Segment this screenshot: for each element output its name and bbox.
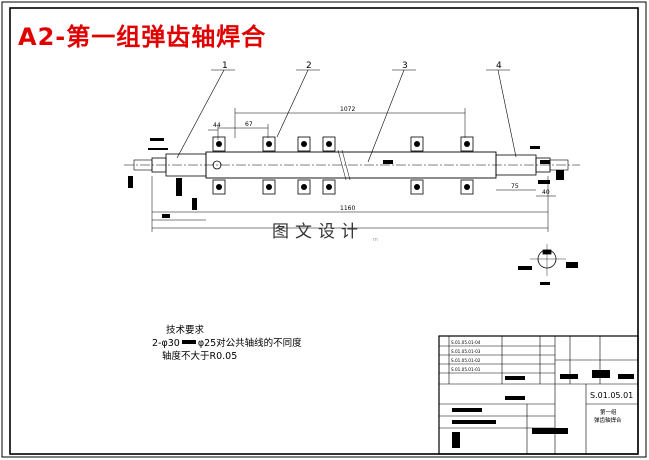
dim-44: 44 — [213, 122, 221, 129]
dim-1072: 1072 — [340, 106, 355, 113]
title-block — [438, 335, 639, 455]
bom-row-4: S.01.05.01-01 — [451, 367, 481, 372]
bom-row-1: S.01.05.01-04 — [451, 340, 481, 345]
annotation-marks — [128, 138, 564, 218]
section-mark-b — [566, 262, 578, 268]
tube-break-1 — [337, 149, 347, 181]
bom-row-2: S.01.05.01-03 — [451, 349, 481, 354]
tube-hole — [212, 160, 222, 170]
tooth-blocks-bottom — [212, 179, 474, 195]
tooth-blocks-top — [212, 136, 474, 152]
drawing-title: A2-第一组弹齿轴焊合 — [18, 23, 267, 51]
technical-requirements: 技术要求 2-φ30 φ25对公共轴线的不同度 轴度不大于R0.05 — [152, 324, 302, 363]
section-mark-a — [518, 266, 532, 270]
tech-req-line2: 轴度不大于R0.05 — [162, 351, 238, 362]
tolerance-box — [181, 340, 196, 344]
tech-req-heading: 技术要求 — [166, 325, 205, 336]
dim-1160: 1160 — [340, 205, 355, 212]
balloon-3: 3 — [402, 61, 408, 71]
watermark-sub: m — [373, 237, 378, 243]
dim-67: 67 — [245, 121, 253, 128]
sheet-inner-border — [9, 7, 639, 455]
leader-lines — [176, 69, 517, 163]
balloon-2: 2 — [306, 61, 312, 71]
dim-75: 75 — [511, 183, 519, 190]
tech-req-line1: 2-φ30 φ25对公共轴线的不同度 — [152, 337, 302, 350]
tube-mark — [383, 160, 393, 164]
tech-req-line1-head: 2-φ30 — [152, 338, 180, 349]
shaft-left-stub — [133, 159, 153, 171]
drawing-number: S.01.05.01 — [590, 391, 633, 400]
tube-break-2 — [341, 149, 351, 181]
section-label — [540, 282, 550, 285]
title-block-fills — [452, 370, 634, 448]
balloon-1: 1 — [222, 61, 228, 71]
watermark: 图文设计 — [272, 222, 364, 242]
part-name-line1: 第一组 — [600, 408, 617, 416]
keyway — [540, 160, 550, 164]
dim-40: 40 — [542, 189, 550, 196]
bom-row-3: S.01.05.01-02 — [451, 358, 481, 363]
balloon-4: 4 — [496, 61, 502, 71]
part-name-line2: 弹齿轴焊合 — [594, 416, 622, 424]
section-view — [530, 244, 566, 276]
tech-req-line1-tail: φ25对公共轴线的不同度 — [197, 338, 302, 349]
dimension-lines — [151, 108, 556, 232]
tooth-block-holes — [216, 141, 470, 190]
